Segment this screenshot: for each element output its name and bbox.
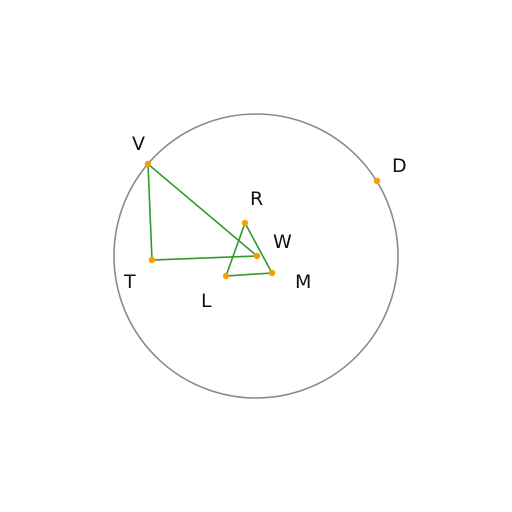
point-w [253,252,261,260]
point-m [268,269,276,277]
label-l: L [201,290,212,312]
point-v [144,160,152,168]
label-m: M [295,271,311,293]
triangle-rlm [224,221,274,277]
label-v: V [132,133,145,155]
point-l [222,272,230,280]
point-r [241,219,249,227]
label-d: D [392,155,407,177]
label-w: W [273,231,292,253]
circle [113,113,399,399]
label-t: T [123,271,136,293]
triangle-vtw [147,162,260,261]
label-r: R [250,188,263,210]
point-d [373,177,381,185]
point-t [148,256,156,264]
